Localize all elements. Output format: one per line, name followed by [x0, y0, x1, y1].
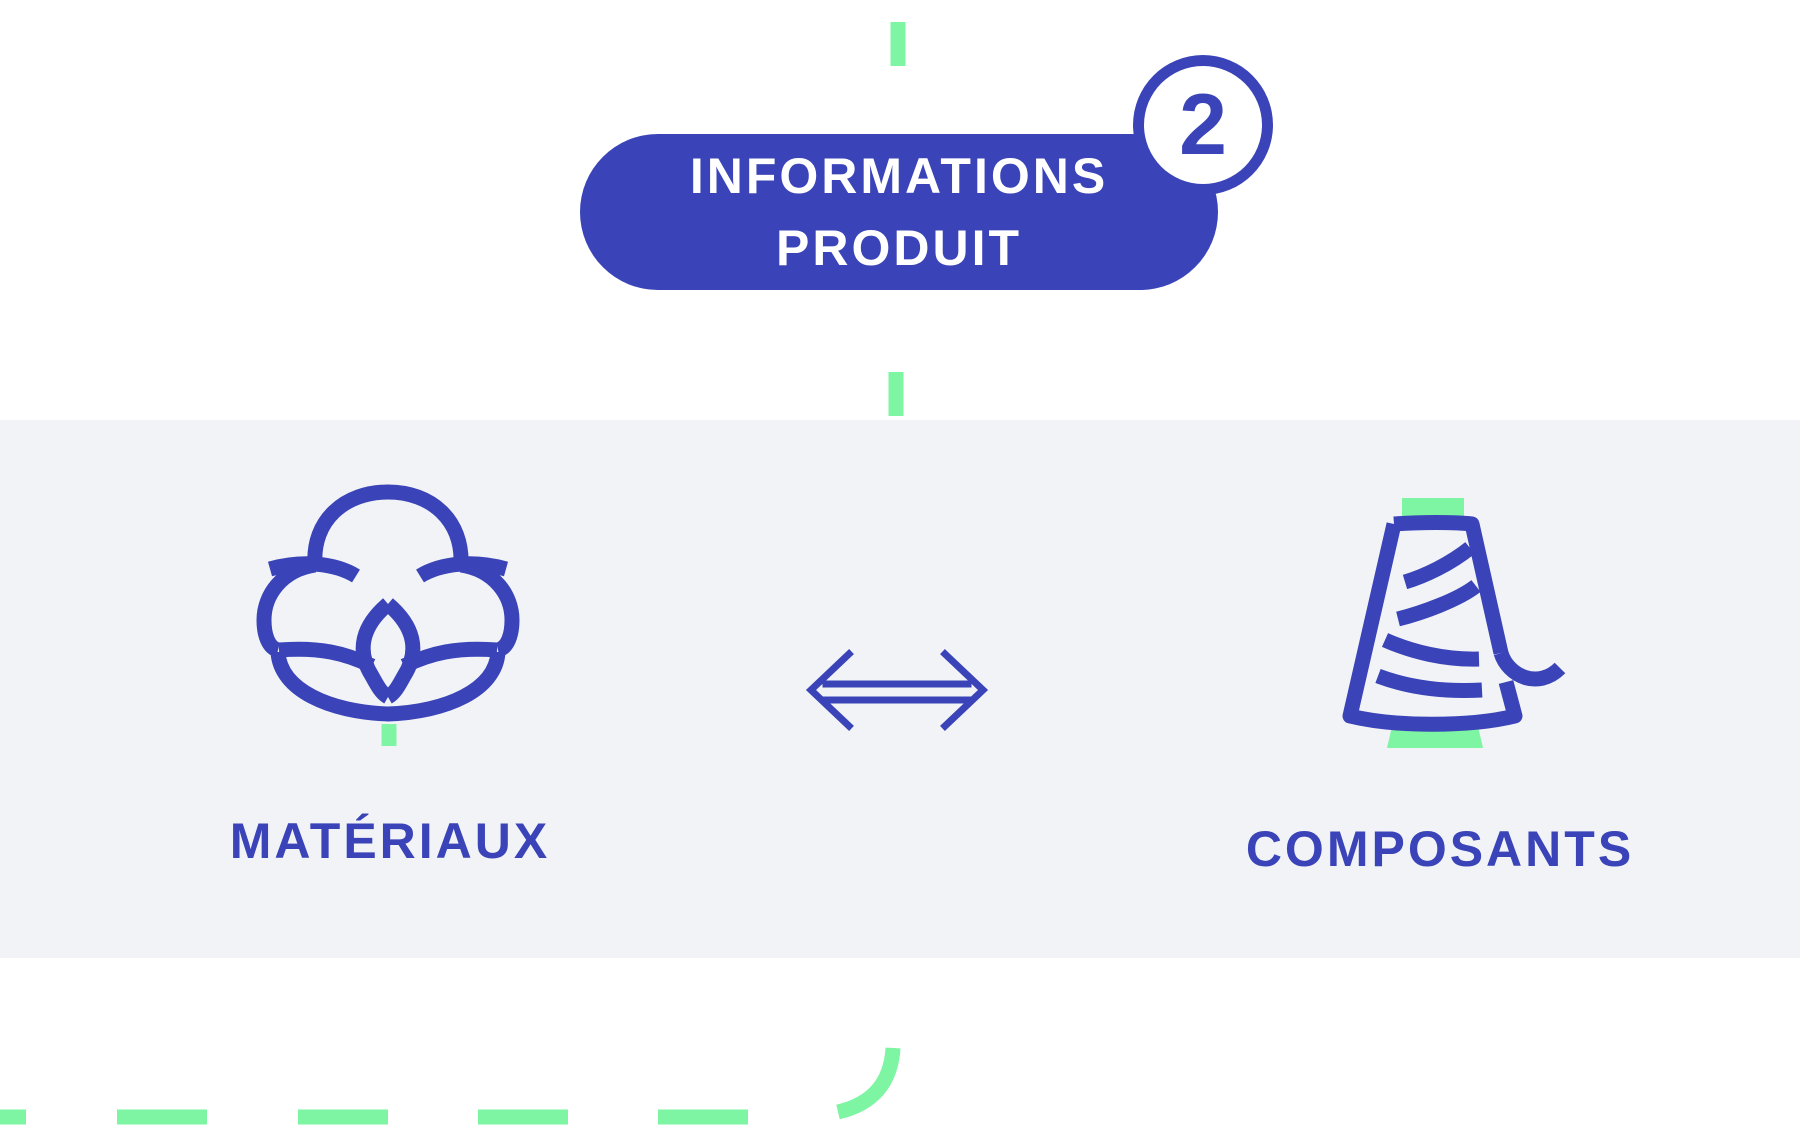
thread-spool-icon [1342, 498, 1566, 748]
components-label: COMPOSANTS [1245, 821, 1635, 877]
section-header: INFORMATIONS PRODUIT [580, 134, 1218, 290]
section-title-line1: INFORMATIONS [689, 148, 1109, 204]
cotton-icon [256, 484, 520, 722]
step-number: 2 [1144, 66, 1262, 184]
connector-curve [836, 1047, 901, 1120]
dashed-connector [0, 22, 906, 1125]
materials-label: MATÉRIAUX [229, 813, 551, 869]
step-badge: 2 [1133, 55, 1273, 195]
double-arrow-icon [805, 649, 989, 731]
section-title-line2: PRODUIT [776, 220, 1022, 276]
